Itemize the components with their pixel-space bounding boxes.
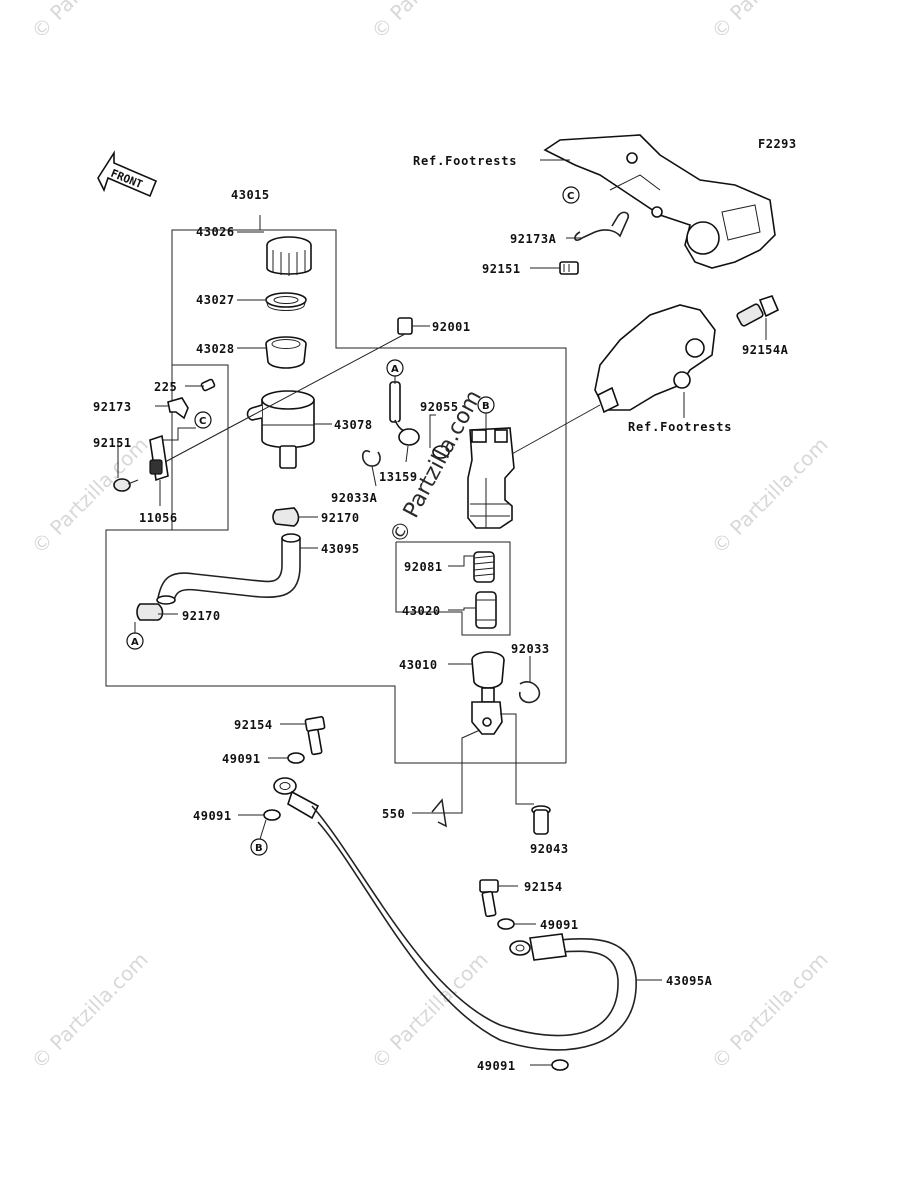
- part-number: 92154: [524, 880, 563, 894]
- part-number: 92154: [234, 718, 273, 732]
- circlip-92033a: [361, 450, 381, 467]
- part-number: 49091: [477, 1059, 516, 1073]
- ref-letter: C: [199, 416, 206, 427]
- part-number: 92055: [420, 400, 459, 414]
- part-number: 43010: [399, 658, 438, 672]
- washer-49091-d: [551, 1059, 569, 1071]
- bolt-92151-top: [559, 261, 579, 275]
- banjo-fitting-upper: [273, 777, 320, 820]
- part-number: 43020: [402, 604, 441, 618]
- washer-49091-a: [287, 752, 305, 764]
- ref-circle-b-bottom: B: [250, 838, 268, 856]
- pin-92043: [531, 805, 551, 835]
- part-number: 550: [382, 807, 405, 821]
- watermark: © Partzilla.com: [27, 947, 153, 1073]
- part-number: 92170: [182, 609, 221, 623]
- part-number: 43095A: [666, 974, 713, 988]
- ref-letter: B: [255, 843, 263, 854]
- group-43010-box: [395, 541, 511, 636]
- front-arrow-icon: FRONT: [97, 150, 158, 198]
- ref-circle-c-top: C: [562, 186, 580, 204]
- part-number: 49091: [222, 752, 261, 766]
- part-number: 92170: [321, 511, 360, 525]
- footrest-bracket-top: [543, 134, 776, 269]
- ref-circle-a-bottom: A: [126, 632, 144, 650]
- washer-49091-b: [263, 809, 281, 821]
- clamp-92173: [167, 397, 189, 420]
- fitting-13159: [389, 381, 420, 446]
- part-number: 43015: [231, 188, 270, 202]
- banjo-bolt-92154-lower: [479, 879, 499, 918]
- part-number: 49091: [193, 809, 232, 823]
- part-number: 43027: [196, 293, 235, 307]
- part-number: 92151: [93, 436, 132, 450]
- reservoir-cap-43026: [266, 236, 312, 276]
- watermark: © Partzilla.com: [27, 0, 153, 44]
- watermark: © Partzilla.com: [367, 0, 493, 44]
- footrest-bracket-right: [594, 295, 780, 414]
- figure-code: F2293: [758, 137, 797, 151]
- part-number: 92033: [511, 642, 550, 656]
- ref-footrests-top: Ref.Footrests: [413, 154, 517, 168]
- circlip-92033: [518, 681, 541, 704]
- ref-letter: B: [482, 401, 490, 412]
- part-number: 92081: [404, 560, 443, 574]
- ref-circle-a-top: A: [386, 359, 404, 377]
- washer-49091-c: [497, 918, 515, 930]
- part-number: 92033A: [331, 491, 378, 505]
- part-number: 11056: [139, 511, 178, 525]
- part-number: 92043: [530, 842, 569, 856]
- reservoir-43078: [246, 390, 315, 469]
- part-number: 92001: [432, 320, 471, 334]
- master-cylinder-body: [467, 427, 515, 529]
- watermark: © Partzilla.com: [707, 947, 833, 1073]
- leader-lines: [117, 159, 767, 1066]
- ref-circle-c-left: C: [194, 411, 212, 429]
- pushrod-43010: [471, 651, 505, 735]
- ref-letter: A: [391, 364, 399, 375]
- spring-92173a: [581, 211, 630, 239]
- watermark: © Partzilla.com: [707, 0, 833, 44]
- part-number: 43026: [196, 225, 235, 239]
- spring-92081: [473, 551, 495, 583]
- diaphragm-43028: [265, 336, 307, 369]
- piston-43020: [475, 591, 497, 629]
- ref-letter: C: [567, 191, 574, 202]
- part-number: 92154A: [742, 343, 789, 357]
- part-number: 92173A: [510, 232, 557, 246]
- part-number: 43028: [196, 342, 235, 356]
- ref-footrests-right: Ref.Footrests: [628, 420, 732, 434]
- clamp-92170-top: [272, 507, 300, 527]
- o-ring-92055: [432, 445, 450, 459]
- banjo-bolt-92154-upper: [304, 716, 326, 756]
- banjo-fitting-lower: [509, 940, 531, 956]
- group-43015-box: [105, 215, 567, 764]
- ref-letter: A: [131, 637, 139, 648]
- part-number: 43095: [321, 542, 360, 556]
- part-number: 92151: [482, 262, 521, 276]
- bolt-92151-left: [113, 478, 139, 492]
- screw-225: [200, 378, 216, 392]
- bracket-11056: [149, 434, 169, 482]
- watermark: © Partzilla.com: [707, 432, 833, 558]
- part-number: 43078: [334, 418, 373, 432]
- watermark: © Partzilla.com: [27, 432, 153, 558]
- part-number: 92173: [93, 400, 132, 414]
- part-number: 13159: [379, 470, 418, 484]
- part-number: 49091: [540, 918, 579, 932]
- clamp-92170-bottom: [136, 603, 164, 621]
- part-labels: Ref.Footrests Ref.Footrests 43015 43026 …: [93, 154, 789, 1073]
- hose-43095: [156, 533, 301, 605]
- diaphragm-plate-43027: [265, 292, 307, 311]
- hose-43095a: [311, 805, 637, 1051]
- part-number: 225: [154, 380, 177, 394]
